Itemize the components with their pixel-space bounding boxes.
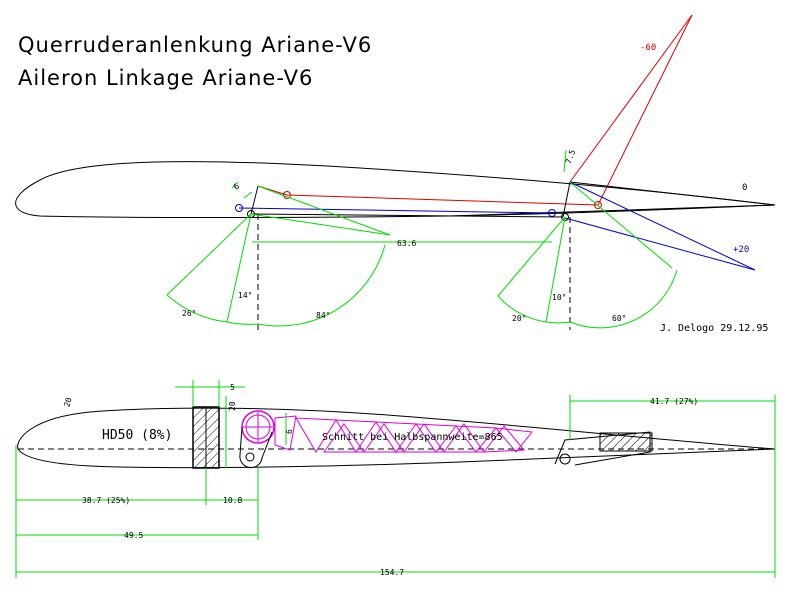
top-view: -60 +20 0	[15, 14, 776, 334]
label-up-deflection: -60	[640, 43, 656, 53]
dim-spar-width: 5	[230, 383, 235, 392]
cut-note: Schnitt bei Halbspannweite=865	[322, 432, 503, 443]
label-neutral: 0	[742, 183, 747, 193]
servo-mount	[239, 410, 275, 469]
label-rod-length: 63.6	[397, 239, 416, 248]
label-down-deflection: +20	[733, 245, 749, 255]
airfoil-name: HD50 (8%)	[102, 428, 172, 443]
servo-arm-ball	[245, 452, 255, 462]
label-angle-84: 84°	[316, 311, 330, 320]
servo-angle-dims: 6 63.6 14° 26° 84°	[166, 181, 552, 327]
title-line-2: Aileron Linkage Ariane-V6	[18, 66, 313, 90]
label-angle-20: 20°	[512, 314, 526, 323]
aileron-hatch	[599, 432, 653, 452]
author-date: J. Delogo 29.12.95	[660, 323, 768, 334]
label-angle-60: 60°	[612, 314, 626, 323]
down-linkage: +20	[235, 181, 756, 271]
horn-pivot	[561, 213, 569, 221]
section-dimensions: 154.7 49.5 38.7 (25%) 10.8 41.7 (27%) 5 …	[15, 380, 776, 578]
up-horn-ball	[594, 201, 602, 209]
aileron-section	[554, 431, 653, 466]
title-line-1: Querruderanlenkung Ariane-V6	[18, 33, 372, 57]
dim-leading-to-servo: 49.5	[124, 531, 143, 540]
dim-aileron-chord: 41.7 (27%)	[650, 397, 698, 406]
horn-angle-dims: 7.5 10° 20° 60°	[497, 148, 678, 329]
neutral-linkage: 0	[247, 181, 776, 330]
servo-pivot	[247, 210, 255, 218]
dim-spar-to-servo: 10.8	[223, 496, 242, 505]
top-airfoil-outline	[15, 161, 776, 218]
label-servo-arm: 6	[232, 182, 242, 192]
dim-leading-to-spar: 38.7 (25%)	[82, 496, 130, 505]
dim-total-chord: 154.7	[380, 568, 404, 577]
top-chord-line	[449, 204, 776, 217]
aileron-horn-ball	[559, 453, 571, 465]
label-angle-10: 10°	[552, 293, 566, 302]
dim-servo-depth: 6	[285, 429, 294, 434]
dim-spar-height: 20	[228, 401, 237, 411]
label-angle-14: 14°	[238, 291, 252, 300]
label-angle-20-section: 20	[63, 396, 74, 408]
label-angle-26: 26°	[182, 309, 196, 318]
rib-cutouts	[274, 415, 533, 453]
section-view: HD50 (8%) Schnitt bei Halbspannweite=865…	[15, 380, 776, 578]
down-servo-ball	[235, 204, 243, 212]
